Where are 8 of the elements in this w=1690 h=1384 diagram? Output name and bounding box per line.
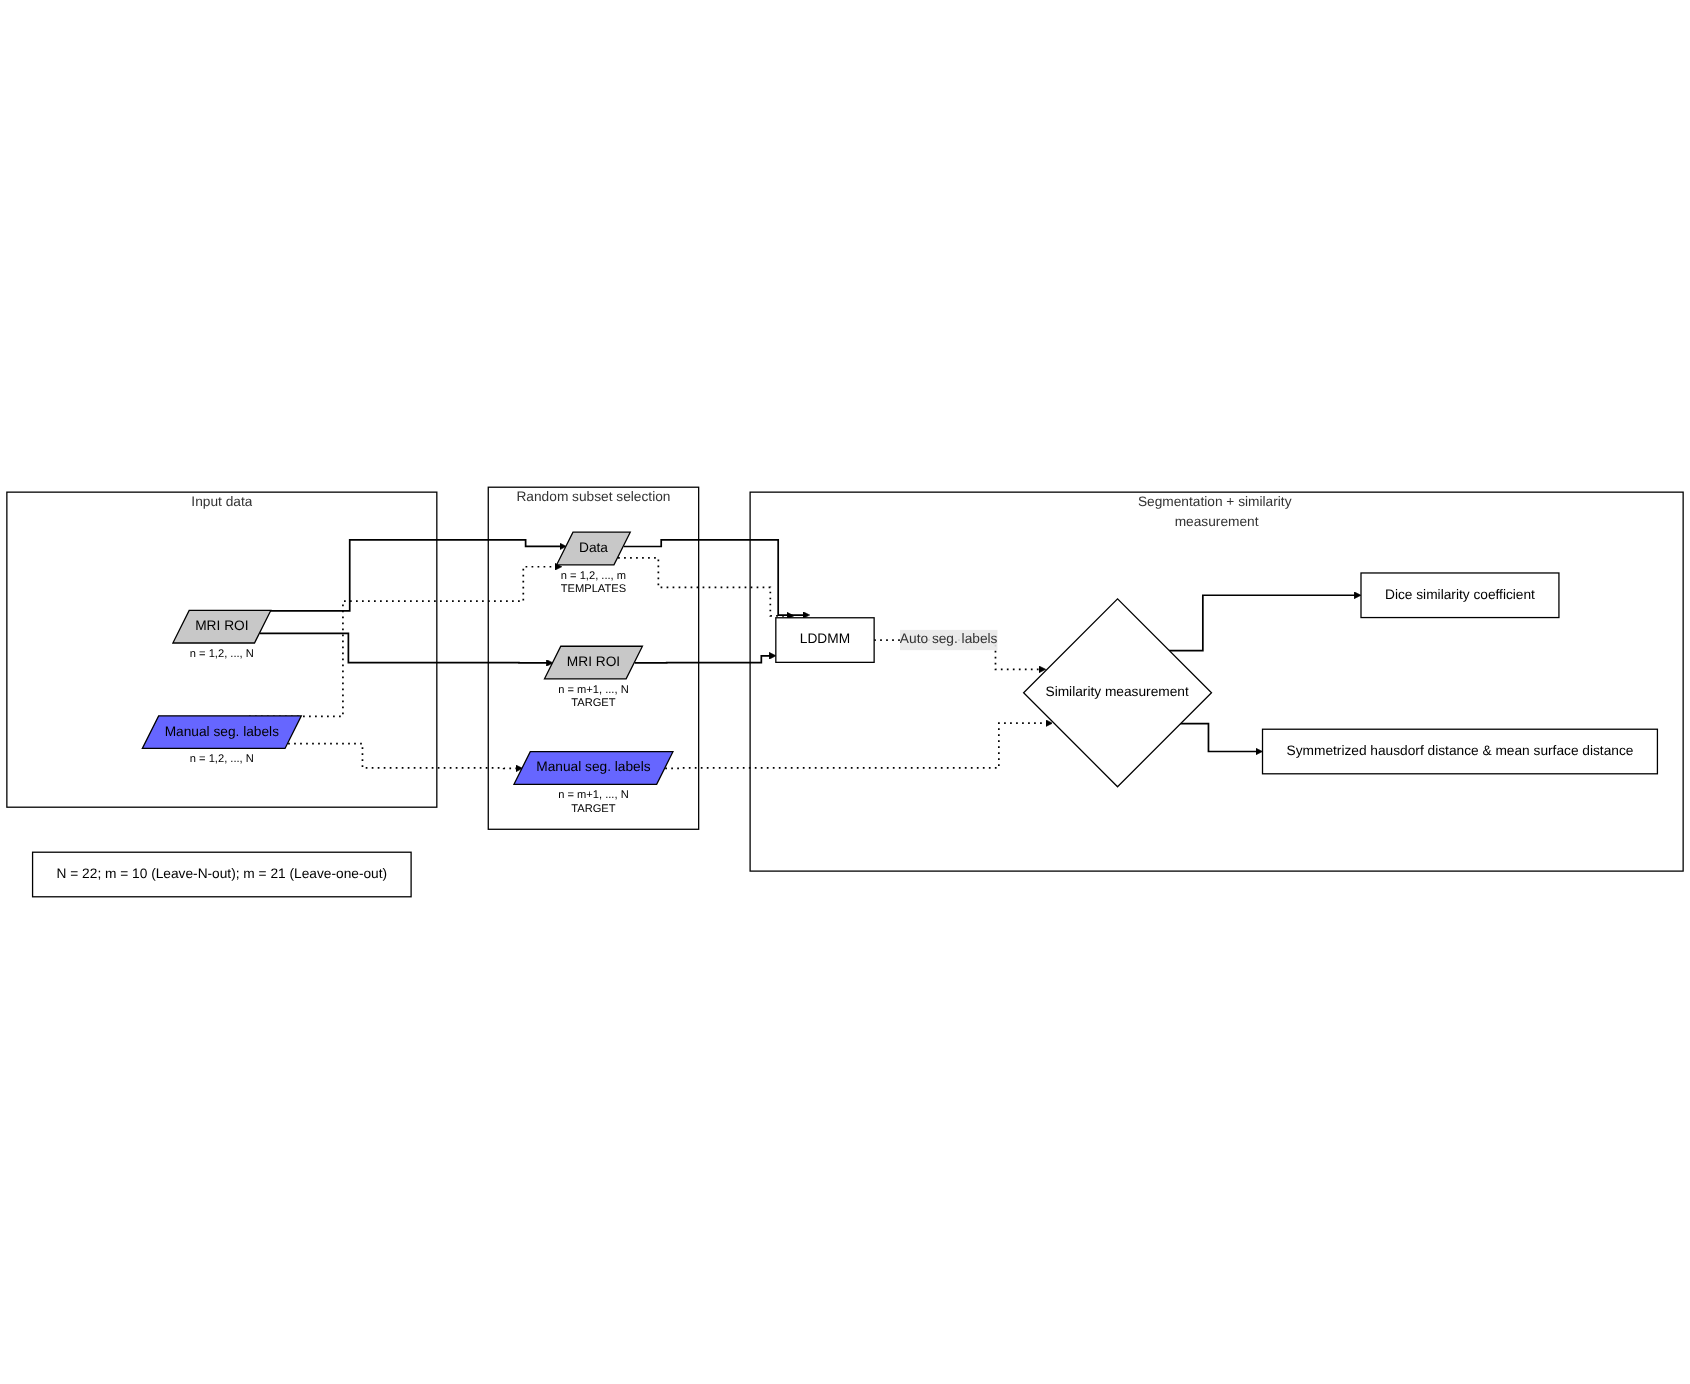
arrow [259, 632, 554, 667]
arrow [664, 719, 1053, 770]
arrow [1168, 591, 1362, 652]
arrow [633, 652, 777, 664]
arrow [622, 539, 811, 619]
arrow [617, 557, 795, 620]
arrow [287, 742, 523, 773]
arrow [1179, 722, 1263, 756]
